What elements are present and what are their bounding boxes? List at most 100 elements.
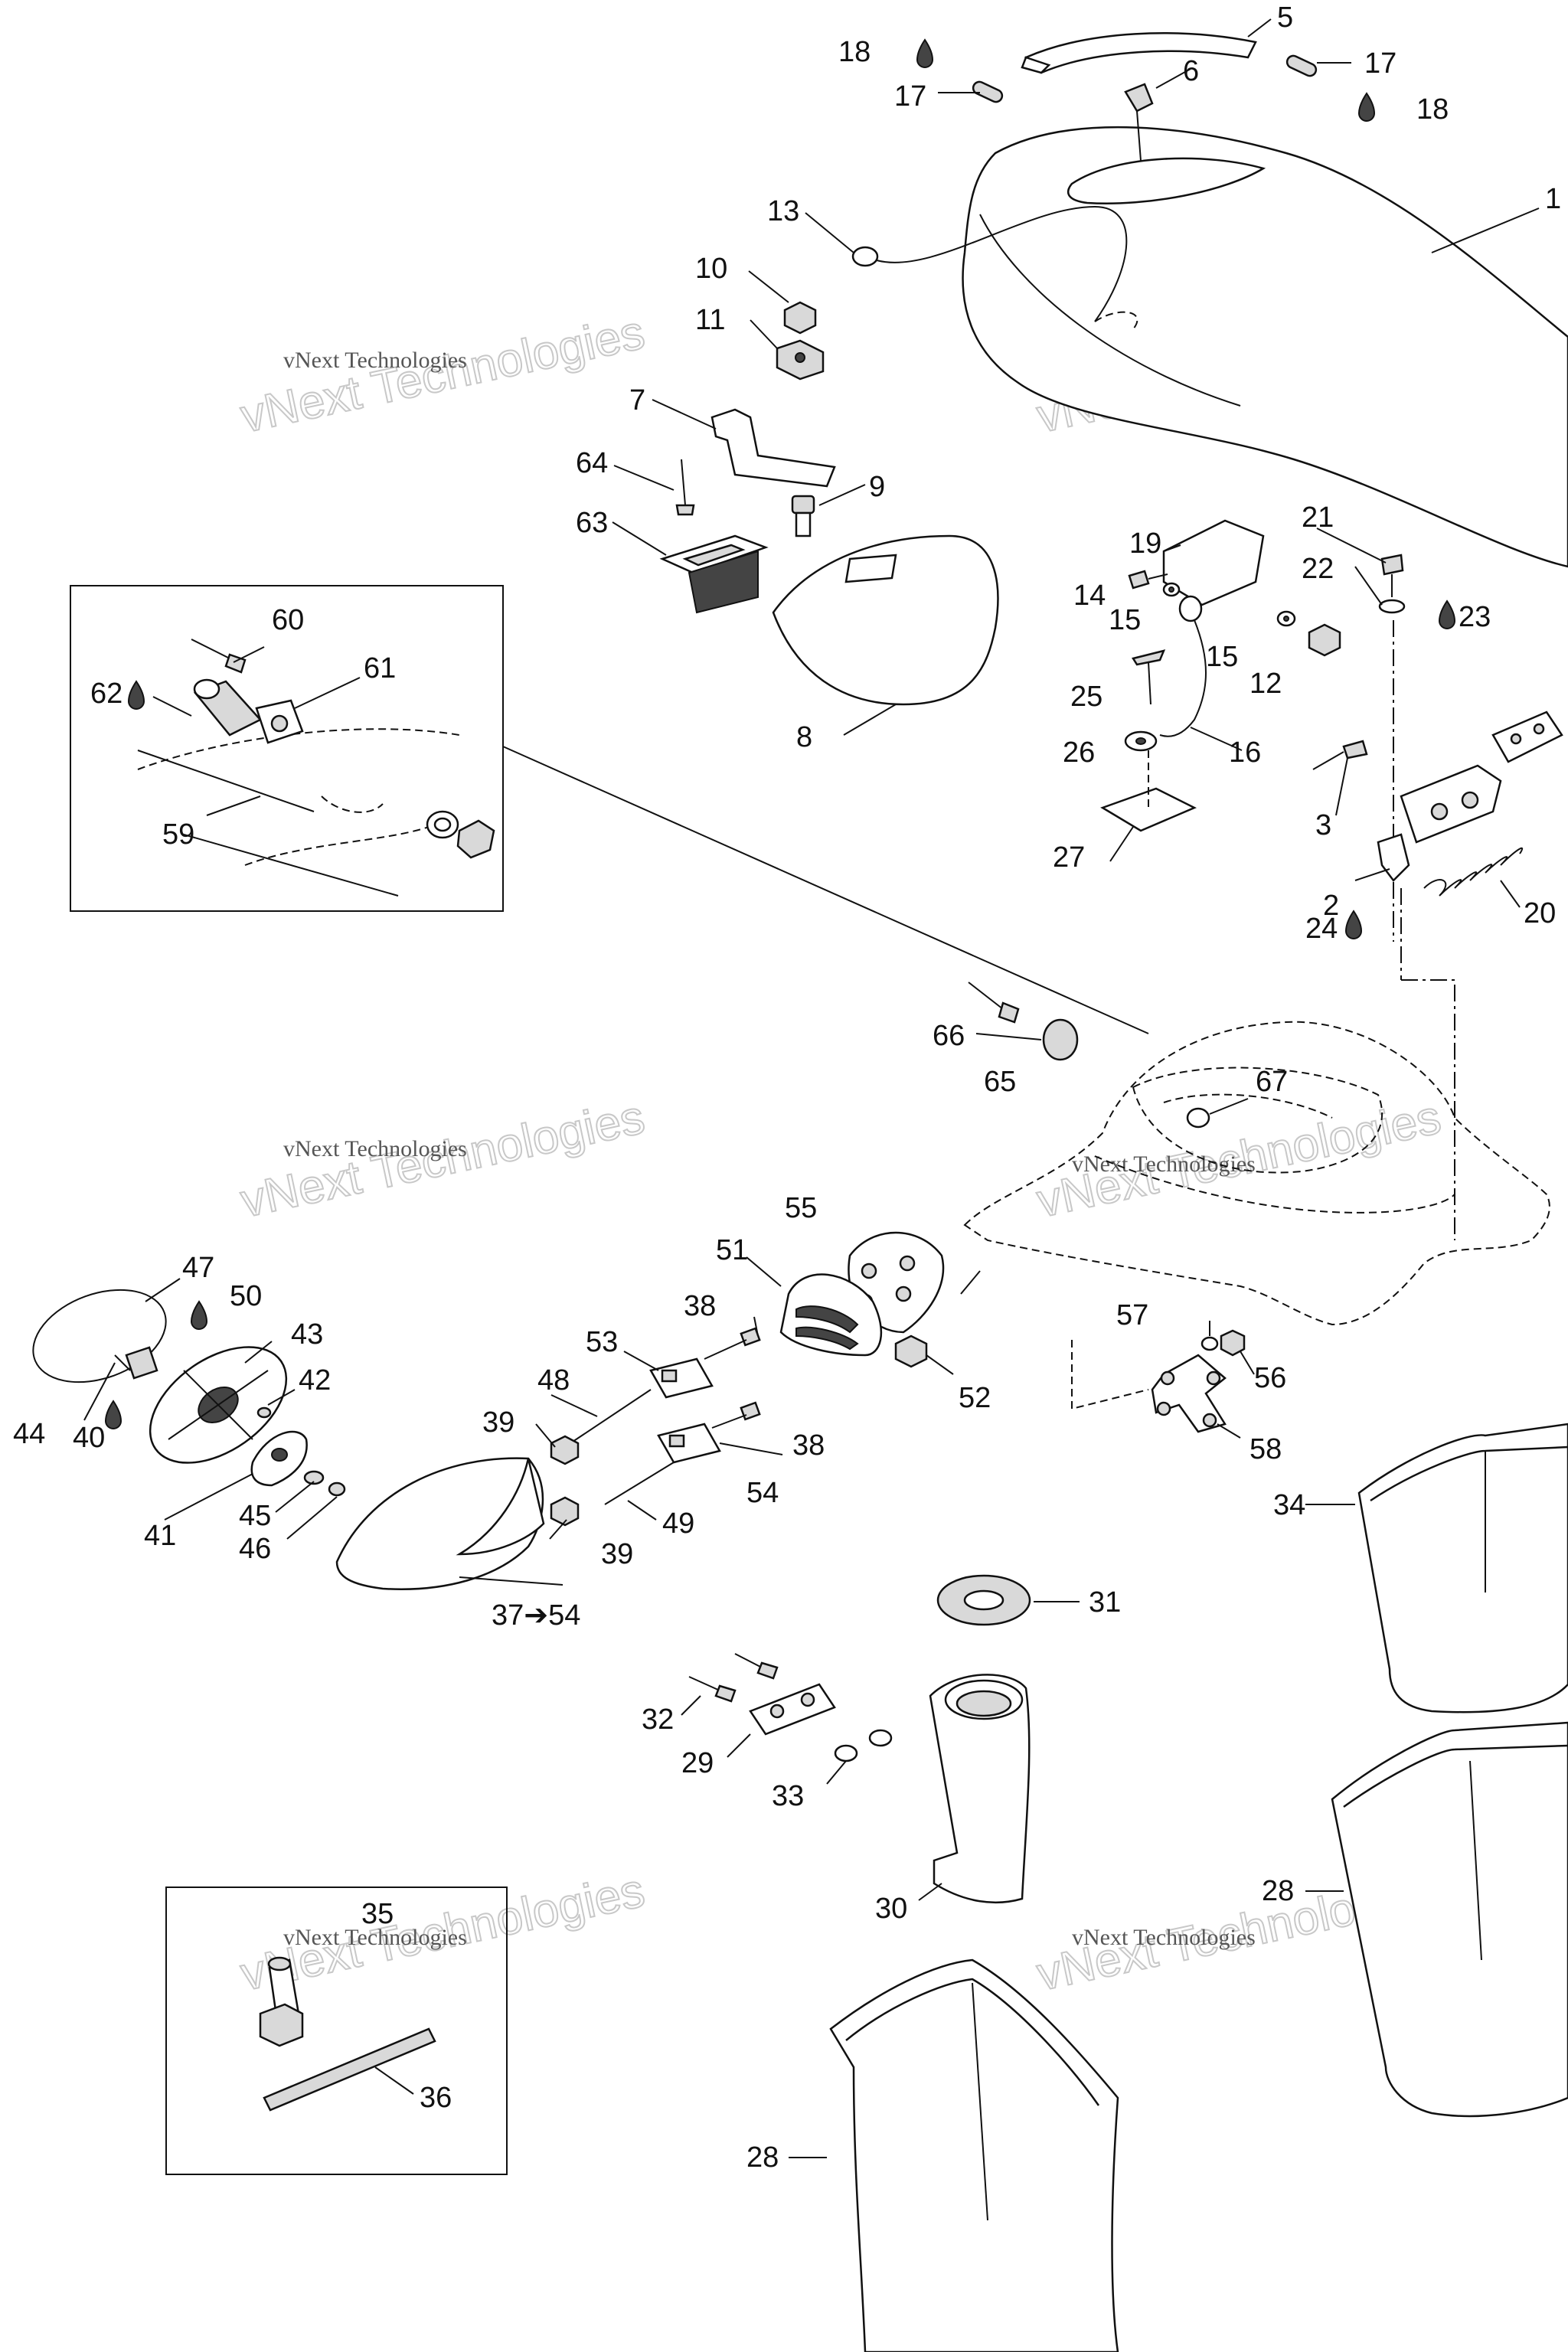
part-17-pin-left — [972, 80, 1004, 103]
part-34-bin — [1357, 1423, 1568, 1713]
label-22: 22 — [1302, 553, 1334, 585]
part-46-nut — [328, 1481, 346, 1497]
label-28-right: 28 — [1262, 1875, 1294, 1907]
part-27-plate — [1100, 750, 1197, 832]
part-19-cover — [1162, 519, 1265, 606]
part-labels: 1 2 3 5 6 7 8 9 10 11 12 13 14 15 15 16 … — [13, 2, 1561, 2174]
label-25: 25 — [1070, 681, 1102, 713]
label-58: 58 — [1250, 1433, 1282, 1465]
label-34: 34 — [1273, 1489, 1305, 1521]
part-53-clamp — [649, 1357, 714, 1399]
label-24: 24 — [1305, 913, 1338, 945]
label-17-right: 17 — [1364, 47, 1396, 80]
part-39-nut-top — [550, 1435, 580, 1465]
part-51-housing — [779, 1273, 883, 1357]
part-hinge-plate — [1491, 710, 1563, 763]
label-31: 31 — [1089, 1586, 1121, 1619]
part-59-nut — [456, 819, 495, 859]
label-20: 20 — [1524, 897, 1556, 929]
watermark-mid-right: vNext Technologies vNext Technologies — [1032, 1090, 1446, 1229]
label-26: 26 — [1063, 737, 1095, 769]
part-30-duct — [929, 1674, 1031, 1904]
hull-body — [963, 1021, 1550, 1326]
label-48: 48 — [537, 1364, 570, 1396]
part-45-spring — [303, 1470, 325, 1485]
label-40: 40 — [73, 1422, 105, 1454]
part-28-bin-left — [829, 1958, 1119, 2352]
label-11: 11 — [695, 304, 725, 336]
part-31-cap — [936, 1574, 1031, 1626]
oil-drop-icon — [104, 38, 1456, 1429]
label-16: 16 — [1229, 737, 1261, 769]
part-1-seat-cover — [962, 126, 1568, 568]
label-36: 36 — [420, 2082, 452, 2114]
part-47-o-ring — [32, 1289, 167, 1383]
part-15-washer-right — [1276, 610, 1296, 627]
part-8-pad — [772, 534, 999, 706]
part-22-washer — [1378, 599, 1406, 614]
label-45: 45 — [239, 1500, 271, 1532]
label-15-left: 15 — [1109, 604, 1141, 636]
label-13: 13 — [767, 195, 799, 227]
label-64: 64 — [576, 447, 608, 479]
part-26-washer — [1124, 730, 1158, 752]
svg-text:vNext Technologies: vNext Technologies — [283, 348, 467, 373]
label-9: 9 — [869, 471, 885, 503]
label-63: 63 — [576, 507, 608, 539]
label-65: 65 — [984, 1066, 1016, 1098]
part-66-rivet — [968, 982, 1020, 1024]
part-49-bolt — [604, 1462, 675, 1505]
label-12: 12 — [1250, 668, 1282, 700]
part-16-wire-terminal — [1159, 595, 1207, 737]
label-3: 3 — [1315, 809, 1331, 841]
part-43-impeller-plate — [149, 1346, 288, 1464]
part-64-rivet — [675, 459, 695, 516]
part-67-bumper — [1186, 1107, 1210, 1129]
part-48-bolt — [570, 1389, 652, 1444]
label-41: 41 — [144, 1520, 176, 1552]
label-7: 7 — [629, 384, 645, 416]
part-57-washer — [1200, 1336, 1219, 1351]
part-7-bracket — [710, 408, 836, 488]
part-29-plate — [749, 1683, 836, 1736]
part-5-clip — [1021, 32, 1257, 74]
svg-text:vNext Technologies: vNext Technologies — [1072, 1152, 1256, 1177]
part-15-washer-left — [1162, 582, 1181, 597]
label-19: 19 — [1129, 528, 1161, 560]
label-44: 44 — [13, 1418, 45, 1450]
part-3-rivet — [1312, 740, 1368, 770]
inset-box-top — [70, 585, 504, 912]
label-46: 46 — [239, 1533, 271, 1565]
part-10-nut — [783, 301, 817, 335]
label-54: 54 — [746, 1477, 779, 1509]
label-38-bottom: 38 — [792, 1429, 825, 1462]
label-37-arrow-54: 37➔54 — [492, 1599, 580, 1632]
label-1: 1 — [1545, 183, 1561, 215]
part-59-ring — [426, 810, 459, 839]
svg-text:vNext Technologies: vNext Technologies — [237, 306, 649, 443]
label-38-top: 38 — [684, 1290, 716, 1322]
leader-58 — [1071, 1340, 1149, 1410]
part-42-washer — [256, 1406, 272, 1419]
label-14: 14 — [1073, 580, 1106, 612]
label-67: 67 — [1256, 1066, 1288, 1098]
label-62: 62 — [90, 678, 122, 710]
label-5: 5 — [1277, 2, 1293, 34]
label-56: 56 — [1254, 1362, 1286, 1394]
part-32-rivets — [688, 1653, 779, 1703]
label-27: 27 — [1053, 841, 1085, 874]
part-20-spring — [1423, 847, 1524, 897]
part-11-clip-nut — [776, 339, 825, 381]
label-50: 50 — [230, 1280, 262, 1312]
label-39-bottom: 39 — [601, 1538, 633, 1570]
part-14-screw — [1128, 570, 1168, 590]
part-35-tool — [259, 1956, 304, 2047]
part-13-bumper — [851, 246, 879, 267]
label-51: 51 — [716, 1234, 748, 1266]
label-55: 55 — [785, 1192, 817, 1224]
part-60-rivet — [191, 639, 247, 674]
part-65-bumper — [1042, 1018, 1079, 1061]
label-18-left: 18 — [838, 36, 871, 68]
part-33-washer-b — [868, 1729, 893, 1747]
watermark-mid-left: vNext Technologies vNext Technologies — [236, 1090, 650, 1229]
